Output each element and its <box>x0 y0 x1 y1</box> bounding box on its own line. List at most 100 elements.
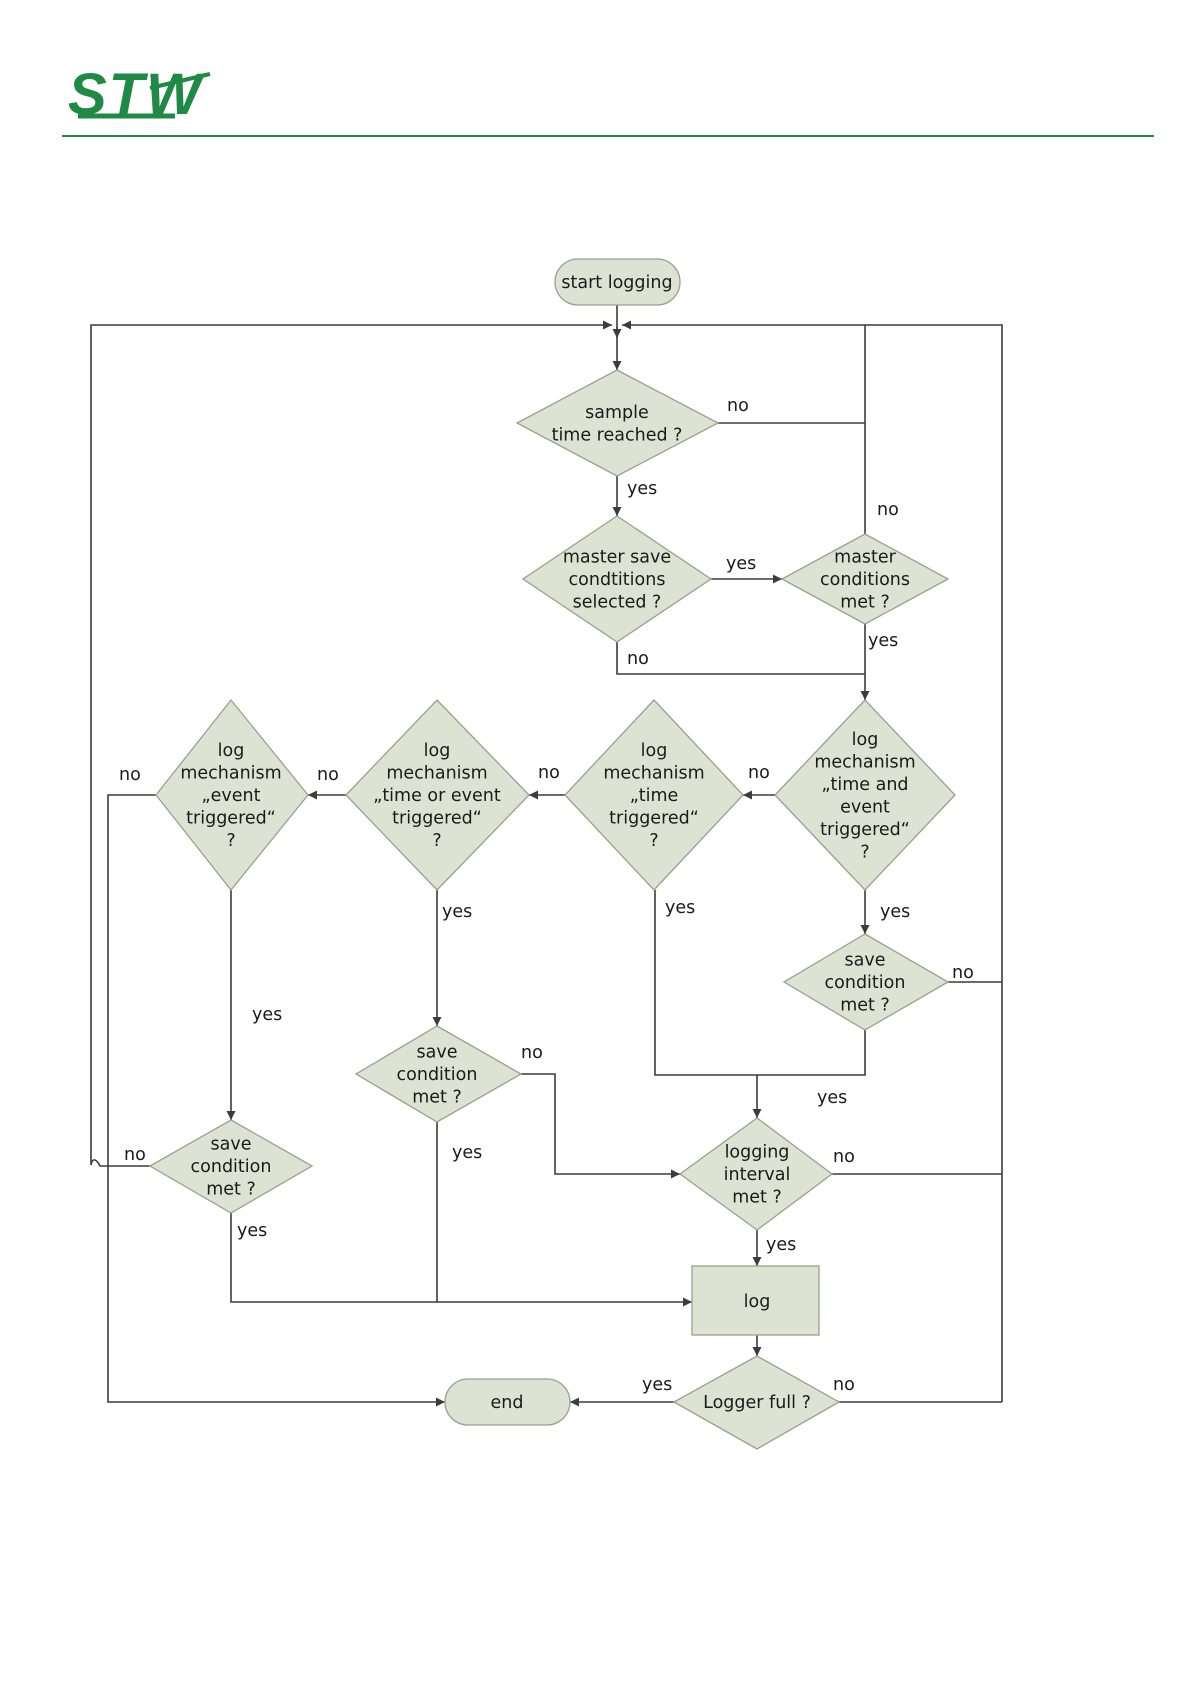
edge-label-mech-toe-yes: yes <box>442 902 472 922</box>
node-label-line: ? <box>649 831 658 851</box>
node-label-line: met ? <box>412 1088 462 1108</box>
node-label-logger-full: Logger full ? <box>703 1393 811 1413</box>
edge-label-sample-no: no <box>727 396 749 416</box>
stw-logo: STW <box>68 62 211 127</box>
node-label-line: „time and <box>821 775 908 795</box>
node-label-line: save <box>417 1043 458 1063</box>
edge-label-save-left-no: no <box>124 1145 146 1165</box>
edge-label-master-selected-yes: yes <box>726 554 756 574</box>
connector-save-left-yes <box>230 1213 692 1307</box>
node-label-line: conditions <box>820 570 910 590</box>
edge-label-save-middle-yes: yes <box>452 1143 482 1163</box>
node-label-log: log <box>744 1292 771 1312</box>
edge-label-mech-t-no: no <box>538 763 560 783</box>
node-label-line: condition <box>397 1065 478 1085</box>
mechanism-time-decision <box>564 699 744 891</box>
start-terminal <box>554 258 681 306</box>
node-label-mech-time-or-event: log mechanism„time or event triggered“? <box>373 741 501 851</box>
node-label-line: met ? <box>840 593 890 613</box>
node-label-line: Logger full ? <box>703 1393 811 1413</box>
edge-label-save-right-yes: yes <box>817 1088 847 1108</box>
edge-label-master-selected-no: no <box>627 649 649 669</box>
edge-label-mech-te-yes: yes <box>880 902 910 922</box>
node-label-line: mechanism <box>603 764 704 784</box>
node-label-line: save <box>211 1135 252 1155</box>
logging-interval-decision <box>678 1117 834 1231</box>
node-label-line: logging <box>725 1143 790 1163</box>
edge-label-full-yes: yes <box>642 1375 672 1395</box>
node-shapes <box>148 258 956 1450</box>
node-label-line: time reached ? <box>552 425 683 445</box>
save-condition-right-decision <box>782 933 950 1031</box>
node-label-line: log <box>424 741 451 761</box>
node-label-line: ? <box>860 842 869 862</box>
master-conditions-decision <box>780 533 950 625</box>
node-label-line: save <box>845 951 886 971</box>
sample-time-decision <box>515 369 720 477</box>
node-label-line: ? <box>432 831 441 851</box>
edge-label-mech-toe-no: no <box>317 765 339 785</box>
node-label-end: end <box>491 1393 524 1413</box>
node-label-line: selected ? <box>573 593 662 613</box>
node-label-line: event <box>840 797 890 817</box>
node-label-line: met ? <box>206 1180 256 1200</box>
connector-mech-e-no <box>107 794 445 1407</box>
node-label-line: condition <box>191 1157 272 1177</box>
edge-label-full-no: no <box>833 1375 855 1395</box>
node-label-line: start logging <box>561 273 672 293</box>
connectors <box>90 302 1003 1407</box>
node-label-line: master save <box>563 548 671 568</box>
edge-label-save-middle-no: no <box>521 1043 543 1063</box>
node-label-line: „time or event <box>373 786 501 806</box>
edge-labels: no yes yes no no yes no yes no yes no ye… <box>119 396 974 1395</box>
mechanism-time-or-event-decision <box>345 699 530 891</box>
connector-left-loop <box>90 320 612 1165</box>
mechanism-time-and-event-decision <box>774 699 956 891</box>
node-label-line: triggered“ <box>820 820 910 840</box>
node-label-line: mechanism <box>386 764 487 784</box>
connector-right-loop <box>622 320 1003 1402</box>
node-label-line: triggered“ <box>392 809 482 829</box>
save-condition-left-decision <box>148 1119 314 1214</box>
node-label-line: log <box>641 741 668 761</box>
node-label-line: log <box>218 741 245 761</box>
logger-full-decision <box>672 1355 841 1450</box>
connector-master-selected-no <box>616 642 865 675</box>
mechanism-event-decision <box>155 698 309 892</box>
master-save-selected-decision <box>521 515 713 643</box>
node-label-line: condtitions <box>569 570 666 590</box>
node-label-line: interval <box>724 1165 791 1185</box>
connector-save-middle-no <box>521 1073 680 1179</box>
node-label-line: sample <box>585 403 649 423</box>
connector-save-right-yes <box>654 890 866 1076</box>
edge-label-master-met-no: no <box>877 500 899 520</box>
end-terminal <box>444 1378 571 1426</box>
node-label-line: condition <box>825 973 906 993</box>
edge-label-master-met-yes: yes <box>868 631 898 651</box>
node-label-line: log <box>852 730 879 750</box>
node-label-start: start logging <box>561 273 672 293</box>
node-label-line: triggered“ <box>186 809 276 829</box>
node-label-line: mechanism <box>180 764 281 784</box>
edge-label-interval-yes: yes <box>766 1235 796 1255</box>
edge-label-sample-yes: yes <box>627 479 657 499</box>
node-label-line: master <box>834 548 897 568</box>
node-label-line: triggered“ <box>609 809 699 829</box>
edge-label-mech-e-yes: yes <box>252 1005 282 1025</box>
edge-label-interval-no: no <box>833 1147 855 1167</box>
node-label-line: mechanism <box>814 752 915 772</box>
node-label-line: met ? <box>840 996 890 1016</box>
save-condition-middle-decision <box>354 1025 523 1123</box>
